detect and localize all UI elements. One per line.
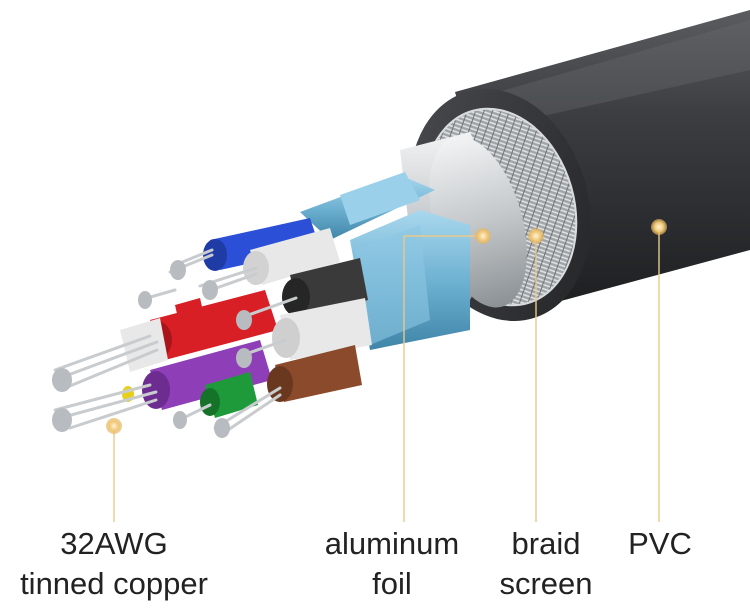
label-foil: aluminum foil	[312, 524, 472, 604]
label-copper-line1: 32AWG	[60, 526, 168, 561]
markers	[106, 219, 667, 434]
leader-lines	[113, 227, 660, 522]
label-braid-line2: screen	[499, 566, 593, 601]
leader-line-foil	[403, 235, 483, 522]
label-copper: 32AWG tinned copper	[0, 524, 228, 604]
marker-pvc	[651, 219, 667, 235]
marker-copper	[106, 418, 122, 434]
copper-strand-tips	[52, 260, 252, 438]
label-copper-line2: tinned copper	[20, 566, 208, 601]
label-braid-line1: braid	[511, 526, 581, 561]
label-braid: braid screen	[490, 524, 602, 604]
insulated-wires	[120, 218, 372, 418]
label-pvc-line1: PVC	[628, 526, 692, 561]
marker-braid	[528, 228, 544, 244]
label-foil-line2: foil	[372, 566, 412, 601]
label-foil-line1: aluminum	[324, 526, 460, 561]
marker-foil	[475, 228, 491, 244]
aluminum-foil	[300, 172, 470, 350]
label-pvc: PVC	[620, 524, 700, 564]
